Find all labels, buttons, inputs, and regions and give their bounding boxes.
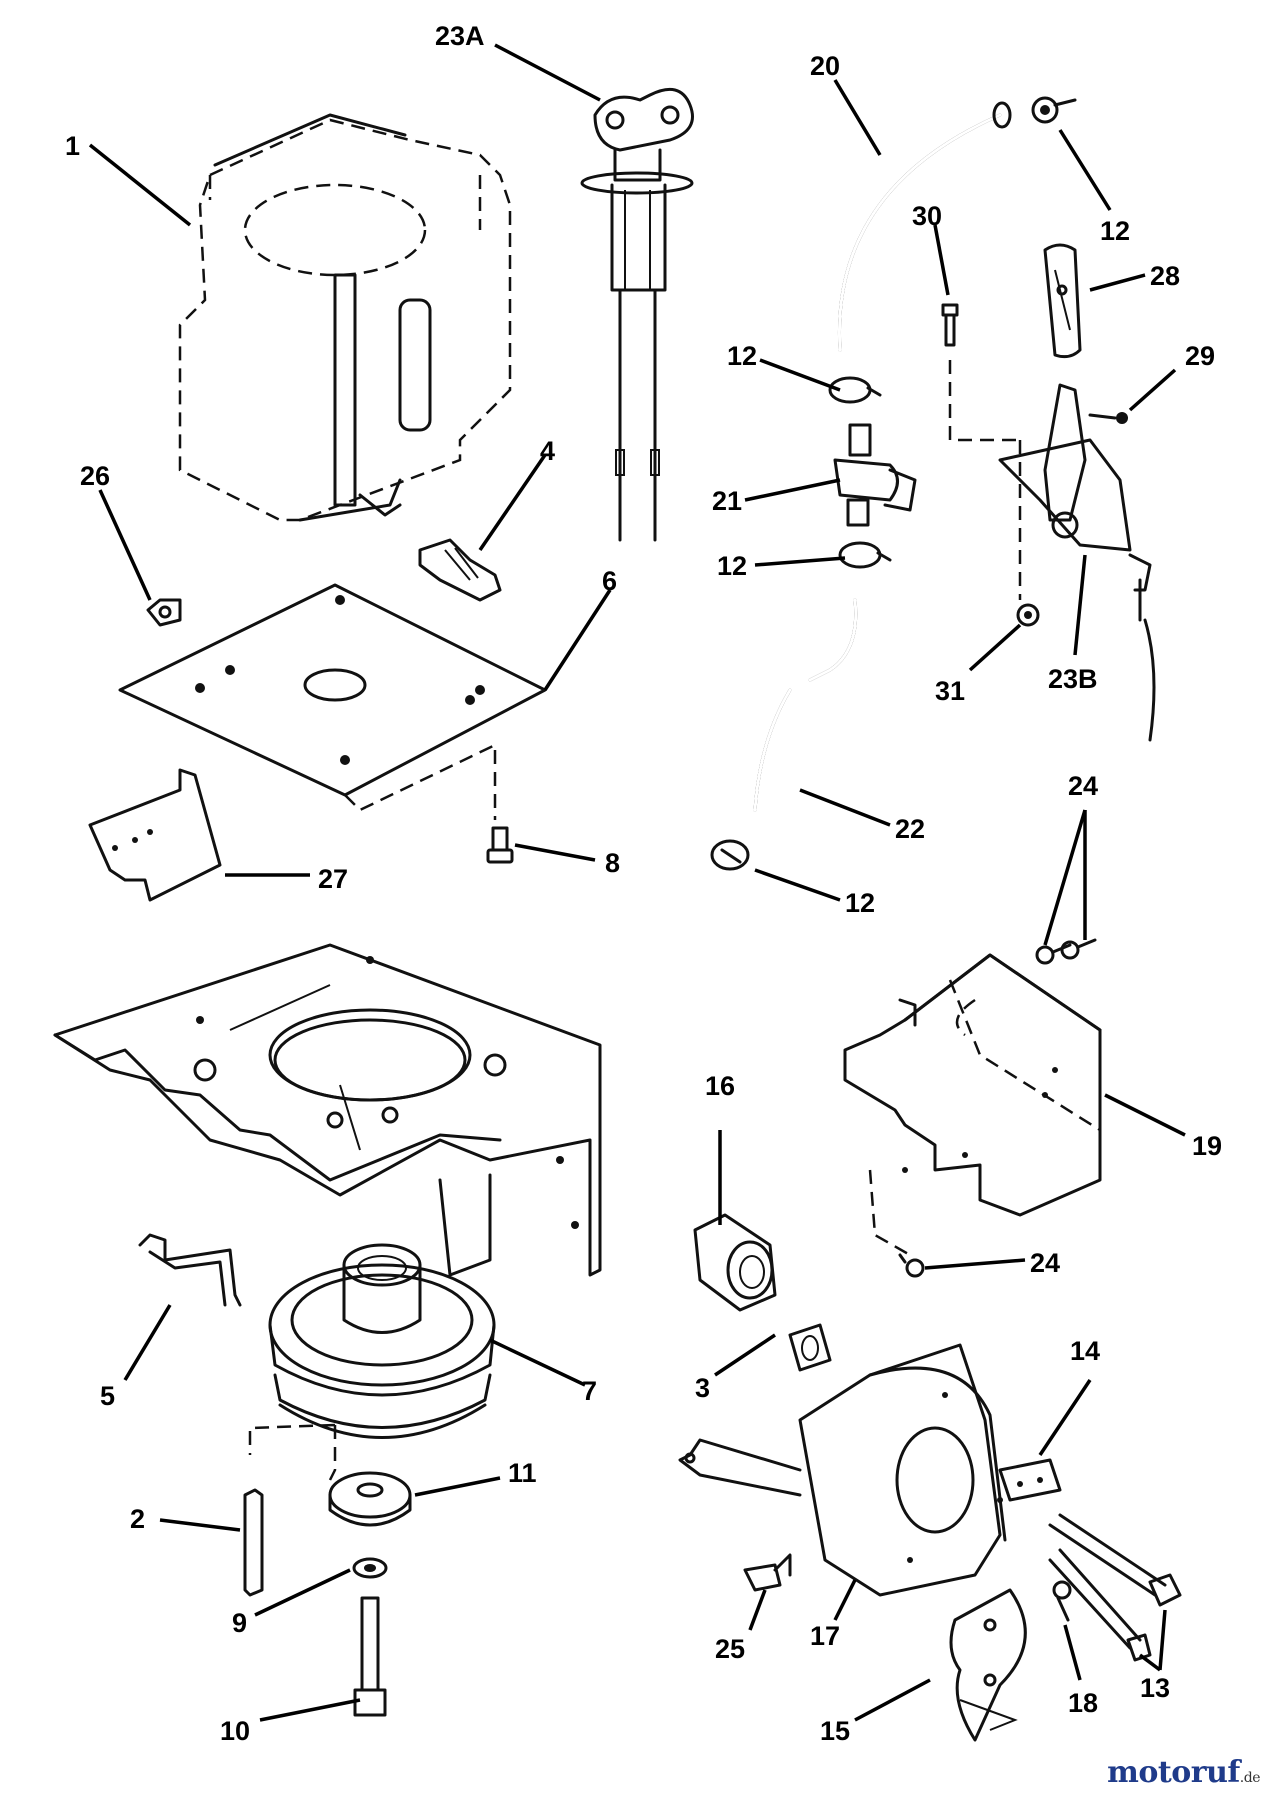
- label-4: 4: [540, 436, 555, 466]
- label-12-lower-clamp: 12: [717, 551, 747, 581]
- pulley-bolt: [353, 1596, 387, 1717]
- pulley: [248, 1243, 496, 1481]
- label-31: 31: [935, 676, 965, 706]
- label-10: 10: [220, 1716, 250, 1746]
- label-12-top: 12: [1100, 216, 1130, 246]
- label-2: 2: [130, 1504, 145, 1534]
- lock-washer: [352, 1557, 388, 1579]
- label-17: 17: [810, 1621, 840, 1651]
- leader-lines: [88, 43, 1186, 1722]
- label-26: 26: [80, 461, 110, 491]
- fuel-hose-upper: [837, 101, 1012, 352]
- hose-clamp: [838, 541, 892, 569]
- label-23B: 23B: [1048, 664, 1098, 694]
- label-3: 3: [695, 1373, 710, 1403]
- label-20: 20: [810, 51, 840, 81]
- label-7: 7: [582, 1376, 597, 1406]
- label-5: 5: [100, 1381, 115, 1411]
- label-9: 9: [232, 1608, 247, 1638]
- heat-shield: [88, 768, 222, 902]
- guard-screw: [1052, 1580, 1072, 1622]
- label-18: 18: [1068, 1688, 1098, 1718]
- label-14: 14: [1070, 1336, 1100, 1366]
- label-12-bottom: 12: [845, 888, 875, 918]
- muffler-shield: [843, 953, 1102, 1257]
- hose-clamp: [710, 839, 750, 871]
- wire-clip: [146, 598, 182, 627]
- muffler: [678, 1343, 1007, 1597]
- screws: [898, 938, 1097, 1278]
- label-15: 15: [820, 1716, 850, 1746]
- mounting-tab: [998, 1458, 1062, 1502]
- label-25: 25: [715, 1634, 745, 1664]
- label-11: 11: [508, 1458, 537, 1488]
- gasket: [788, 1323, 832, 1372]
- watermark-suffix: .de: [1239, 1770, 1261, 1786]
- label-8: 8: [605, 848, 620, 878]
- fuel-shutoff-valve: [833, 423, 917, 527]
- watermark: motoruf.de: [1107, 1755, 1260, 1790]
- label-13: 13: [1140, 1673, 1170, 1703]
- exhaust-flange: [693, 1213, 777, 1312]
- washer: [328, 1471, 412, 1527]
- part-labels: 1 23A 20 12 30 28 12 29 26 4 21 12 6 31 …: [65, 21, 1222, 1746]
- engine: [178, 113, 512, 522]
- key: [243, 1488, 264, 1597]
- flange-bolt: [743, 1553, 792, 1592]
- label-27: 27: [318, 864, 348, 894]
- label-24-top: 24: [1068, 771, 1098, 801]
- label-19: 19: [1192, 1131, 1222, 1161]
- label-1: 1: [65, 131, 80, 161]
- label-24-bottom: 24: [1030, 1248, 1060, 1278]
- label-28: 28: [1150, 261, 1180, 291]
- hose-clamp: [828, 376, 882, 404]
- rod: [138, 1233, 242, 1307]
- hose-clamp: [1031, 96, 1077, 124]
- label-21: 21: [712, 486, 742, 516]
- oil-sensor: [418, 538, 502, 602]
- watermark-brand: motoruf: [1107, 1755, 1240, 1790]
- label-12-upper-clamp: 12: [727, 341, 757, 371]
- bolt: [941, 303, 1020, 442]
- label-16: 16: [705, 1071, 735, 1101]
- label-29: 29: [1185, 341, 1215, 371]
- throttle-control: [580, 87, 694, 542]
- label-22: 22: [895, 814, 925, 844]
- control-knob: [1043, 243, 1082, 359]
- engine-mounting-plate: [118, 583, 547, 820]
- label-30: 30: [912, 201, 942, 231]
- muffler-guard: [949, 1588, 1027, 1742]
- mounting-bolt: [486, 826, 514, 864]
- screw: [1088, 412, 1128, 424]
- control-lever-bracket: [998, 383, 1156, 742]
- long-bolts: [1048, 1513, 1182, 1662]
- nut: [1016, 603, 1040, 627]
- label-6: 6: [602, 566, 617, 596]
- fuel-hose-lower: [753, 598, 858, 812]
- engine-frame: [53, 943, 602, 1277]
- label-23A: 23A: [435, 21, 485, 51]
